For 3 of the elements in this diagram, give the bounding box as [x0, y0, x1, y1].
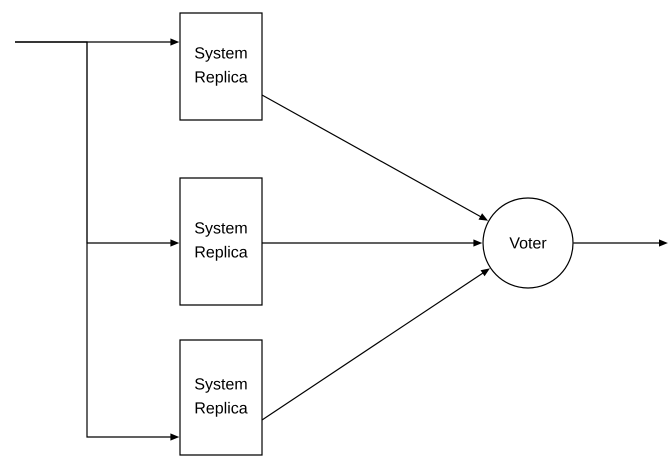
replica-box: System Replica [179, 12, 263, 121]
replica-box: System Replica [179, 339, 263, 456]
replica-box: System Replica [179, 177, 263, 306]
